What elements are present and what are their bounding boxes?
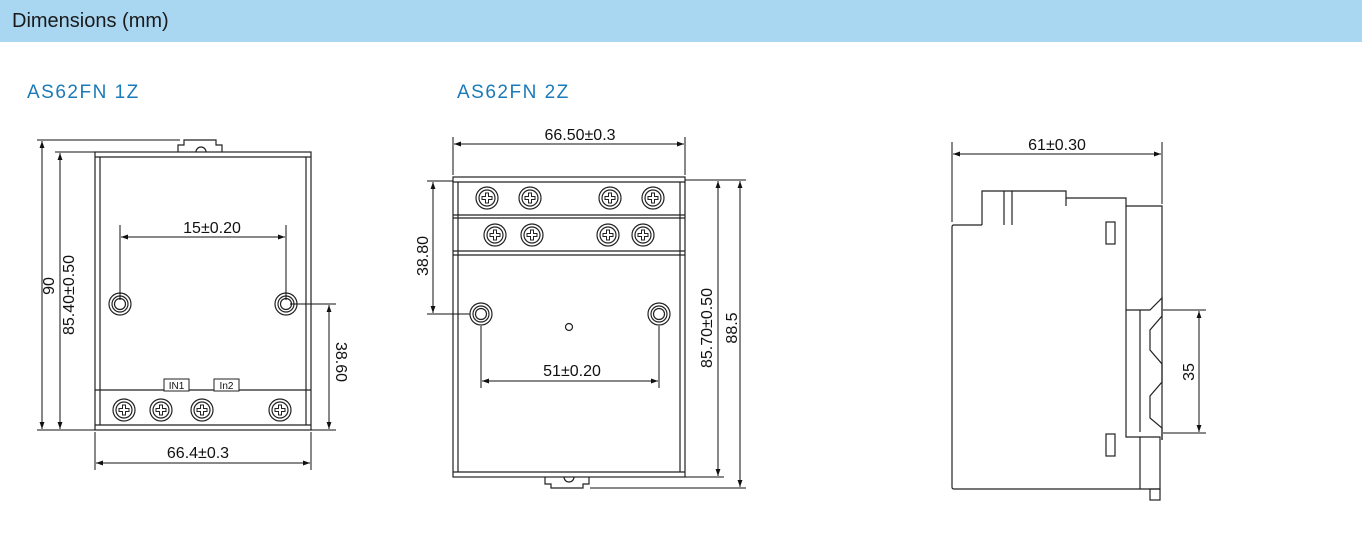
terminal-screw-icon — [149, 398, 173, 422]
terminal-tag-in2 — [213, 378, 240, 392]
side-slot-bottom — [1105, 433, 1116, 457]
dim-hole-height-1z: 38.60 — [332, 342, 349, 382]
mount-hole-right-2z — [647, 302, 671, 326]
dim-hole-spacing-1z: 15±0.20 — [183, 220, 241, 237]
mount-tab-hole — [195, 146, 207, 153]
drawing-2z — [452, 176, 686, 489]
drawing-side-view — [951, 190, 1163, 501]
side-slot-top — [1105, 221, 1116, 245]
model-title-2z: AS62FN 2Z — [457, 82, 570, 103]
dim-depth-side: 61±0.30 — [1028, 137, 1086, 154]
terminal-screw-icon — [520, 223, 544, 247]
dim-width-1z: 66.4±0.3 — [167, 445, 229, 462]
din-rail-clip — [1126, 296, 1163, 440]
terminal-screw-icon — [631, 223, 655, 247]
side-tab — [981, 190, 1013, 225]
terminal-screw-icon — [475, 186, 499, 210]
dim-width-2z: 66.50±0.3 — [544, 127, 615, 144]
terminal-screw-icon — [518, 186, 542, 210]
terminal-label-in1: IN1 — [169, 381, 185, 392]
terminal-screw-icon — [268, 398, 292, 422]
dim-height-body-2z: 85.70±0.50 — [699, 288, 716, 368]
dim-terminal-height-2z: 38.80 — [415, 236, 432, 276]
mount-tab-top — [177, 139, 223, 152]
dim-rail-side: 35 — [1181, 363, 1198, 381]
drawing-1z — [94, 139, 312, 431]
dim-height-total-1z: 90 — [41, 277, 58, 295]
dim-hole-spacing-2z: 51±0.20 — [543, 363, 601, 380]
terminal-screw-icon — [483, 223, 507, 247]
terminal-tag-in1 — [163, 378, 190, 392]
mount-hole-left-2z — [469, 302, 493, 326]
terminal-screw-icon — [598, 186, 622, 210]
terminal-screw-icon — [596, 223, 620, 247]
header-bar: Dimensions (mm) — [0, 0, 1362, 42]
center-mark — [564, 322, 574, 332]
mount-tab-bottom — [544, 477, 590, 489]
terminal-label-in2: In2 — [220, 381, 234, 392]
dim-height-body-1z: 85.40±0.50 — [61, 255, 78, 335]
device-body-1z — [94, 151, 312, 431]
dim-height-total-2z: 88.5 — [724, 312, 741, 343]
page-title: Dimensions (mm) — [12, 10, 169, 32]
terminal-screw-icon — [641, 186, 665, 210]
terminal-screw-icon — [190, 398, 214, 422]
model-title-1z: AS62FN 1Z — [27, 82, 140, 103]
device-body-2z — [452, 176, 686, 478]
terminal-screw-icon — [112, 398, 136, 422]
